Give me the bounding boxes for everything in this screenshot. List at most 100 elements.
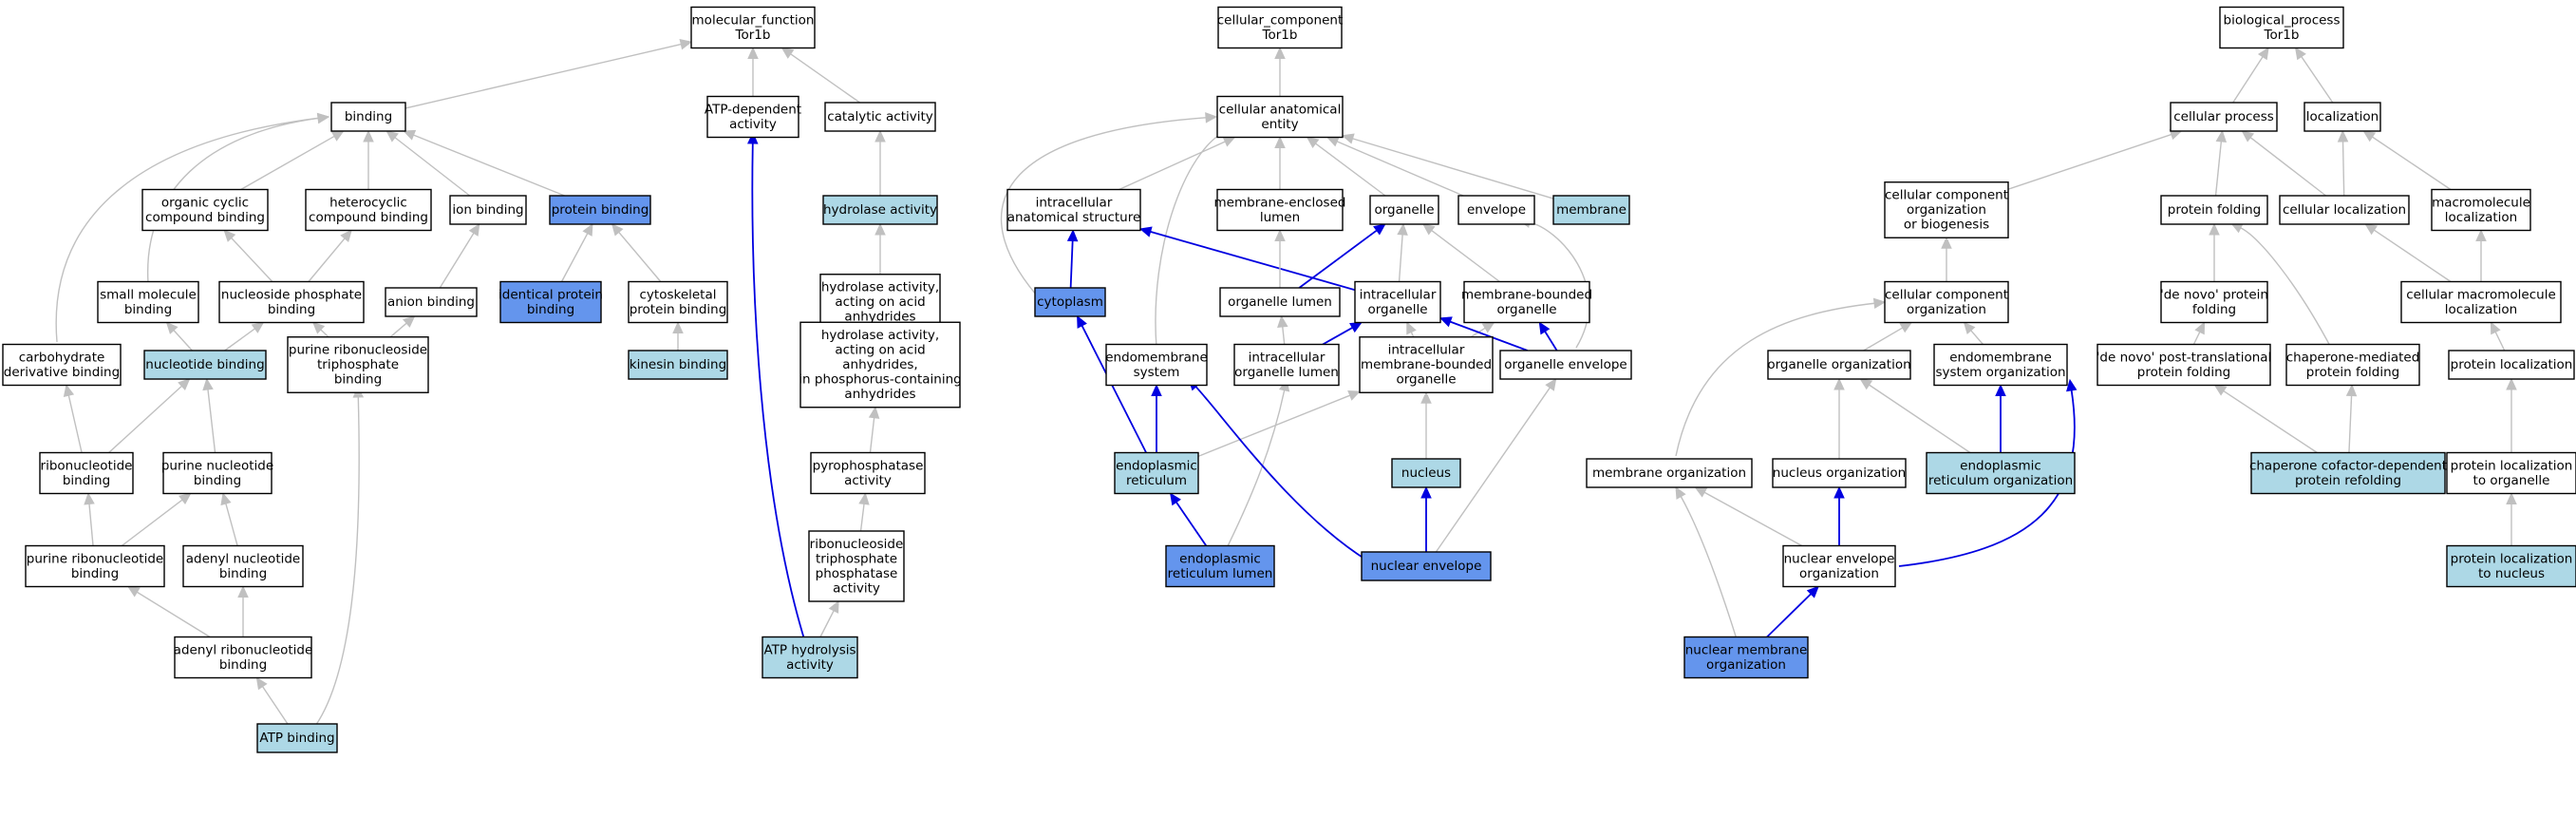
node-label-line: chaperone-mediated — [2286, 350, 2420, 365]
node-box — [824, 102, 936, 132]
node-label-line: cellular component — [1885, 287, 2008, 302]
edge-membrane-to-cae — [1352, 138, 1554, 200]
node-label-line: cellular component — [1885, 188, 2008, 203]
node-label-line: ribonucleotide — [41, 458, 133, 473]
node-label-line: protein localization — [2451, 357, 2573, 372]
edge-er-lumen-to-er — [1175, 502, 1208, 547]
node-box — [1216, 95, 1344, 139]
edges-layer — [55, 39, 2517, 730]
node-box — [2279, 195, 2410, 225]
node-label-line: ATP binding — [259, 731, 334, 746]
edge-arrowhead — [1222, 136, 1236, 147]
node-label-line: biological_process — [2224, 12, 2341, 28]
node-box — [1884, 280, 2009, 324]
node-box — [628, 280, 728, 324]
edge-arrowhead — [363, 129, 374, 142]
node-box — [2219, 6, 2344, 49]
edge-macro-loc-to-localization — [2372, 136, 2452, 191]
edge-arrowhead — [1694, 486, 1708, 498]
edge-chap-fold-to-prot-fold — [2240, 227, 2332, 349]
edge-atp-hydro-to-rntp — [819, 610, 835, 637]
edge-arrowhead — [1859, 378, 1873, 390]
node-label-line: protein binding — [630, 302, 727, 317]
node-box — [1884, 181, 2009, 238]
node-label-line: cellular_component — [1217, 12, 1343, 28]
go-term-node-org-org: organelle organization — [1767, 350, 1911, 380]
node-box — [385, 287, 478, 317]
edge-arrowhead — [1347, 390, 1362, 401]
node-label-line: anhydrides — [844, 387, 915, 402]
edge-cell-loc-to-localization — [2341, 141, 2345, 197]
edge-arrowhead — [1995, 384, 2006, 396]
node-label-line: nuclear membrane — [1685, 642, 1808, 657]
edge-arrowhead — [2066, 378, 2078, 392]
node-label-line: intracellular — [1036, 195, 1113, 210]
node-label-line: membrane organization — [1592, 466, 1746, 481]
node-label-line: protein localization — [2451, 551, 2573, 566]
node-box — [39, 451, 134, 495]
edge-arrowhead — [84, 492, 95, 505]
go-term-node-nuc-env: nuclear envelope — [1361, 551, 1492, 581]
node-label-line: localization — [2306, 109, 2379, 124]
node-box — [1216, 188, 1344, 232]
go-term-node-hydrolase: hydrolase activity — [822, 195, 938, 225]
node-label-line: endomembrane — [1949, 350, 2052, 365]
node-box — [1933, 343, 2068, 387]
edge-arrowhead — [2364, 223, 2379, 236]
node-box — [1105, 343, 1208, 387]
node-label-line: phosphatase — [816, 566, 898, 581]
node-label-line: compound binding — [145, 210, 265, 225]
edge-arrowhead — [403, 129, 417, 141]
edge-prot-fold-to-cell-proc — [2214, 141, 2223, 197]
node-label-line: or biogenesis — [1904, 218, 1989, 233]
node-label-line: nucleoside phosphate — [221, 287, 362, 302]
node-box — [1233, 343, 1340, 387]
edge-iol-to-intra-org — [1322, 327, 1353, 346]
edge-small-mol-to-binding — [146, 117, 319, 284]
node-label-line: ATP hydrolysis — [763, 642, 856, 657]
edge-cytoplasm-to-cae — [1000, 117, 1207, 303]
node-label-line: anhydrides — [844, 310, 915, 325]
node-box — [808, 530, 905, 602]
node-box — [141, 188, 269, 232]
edge-arrowhead — [1545, 378, 1557, 391]
node-label-line: Tor1b — [1262, 28, 1298, 43]
edge-chap-cof-to-denovo-ptf — [2223, 390, 2318, 454]
edge-arrowhead — [1326, 136, 1340, 147]
node-box — [1499, 350, 1632, 380]
edge-org-env-to-mbo — [1544, 331, 1558, 352]
node-label-line: adenyl ribonucleotide — [174, 642, 313, 657]
edge-arrowhead — [1306, 136, 1320, 149]
edge-arrowhead — [2294, 47, 2306, 61]
node-box — [2431, 188, 2531, 232]
node-label-line: Tor1b — [2264, 28, 2300, 43]
node-box — [143, 350, 267, 380]
edge-cytoplasm-to-ias — [1069, 240, 1074, 289]
edge-org-env-to-intra-org — [1449, 320, 1529, 352]
edge-er-lumen-to-iol — [1224, 390, 1286, 553]
edge-arrowhead — [237, 585, 249, 598]
edge-arrowhead — [316, 112, 330, 124]
node-label-line: protein binding — [552, 202, 649, 218]
node-box — [810, 451, 926, 495]
edge-intra-org-to-ias — [1150, 231, 1356, 292]
node-label-line: binding — [345, 109, 392, 124]
node-label-line: membrane — [1556, 202, 1626, 218]
edge-arrowhead — [1538, 321, 1551, 335]
edge-identical-to-protein-binding — [560, 233, 589, 282]
edge-er-to-imbo — [1197, 394, 1351, 457]
go-term-node-cell-proc: cellular process — [2170, 102, 2278, 132]
